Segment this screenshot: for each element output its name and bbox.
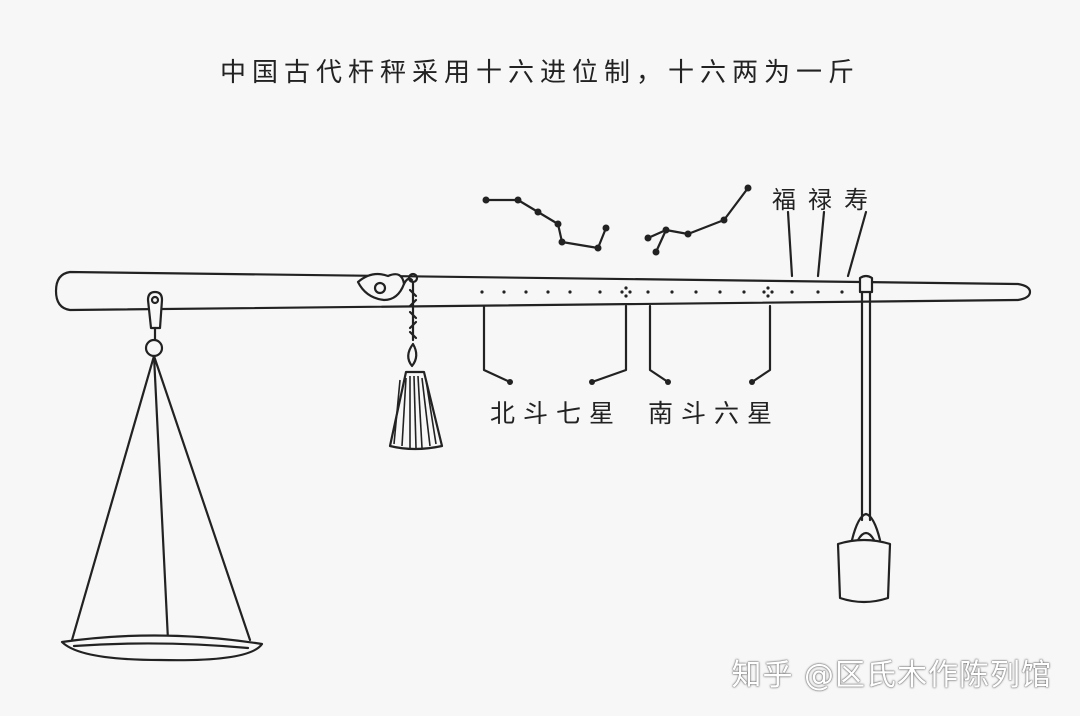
- hook-chain: [408, 280, 418, 342]
- watermark: 知乎 @区氏木作陈列馆: [731, 658, 1052, 693]
- fu-lu-shou-label: 福禄寿: [772, 186, 880, 214]
- fu-lu-shou-pointers: [786, 210, 868, 278]
- beidou-label: 北斗七星: [490, 399, 622, 428]
- counterweight: [836, 512, 892, 604]
- beidou-leaders: [482, 304, 628, 384]
- big-dipper-lines: [484, 198, 608, 250]
- lifting-hook: [356, 272, 419, 302]
- diagram-title: 中国古代杆秤采用十六进位制，十六两为一斤: [219, 58, 860, 88]
- tassel-fringe: [393, 375, 437, 449]
- pan-strings: [70, 354, 252, 642]
- scale-beam: [54, 270, 1032, 312]
- nandou-label: 南斗六星: [648, 399, 780, 428]
- star-dots: [482, 184, 755, 385]
- nandou-leaders: [648, 304, 772, 384]
- weighing-pan: [60, 634, 264, 662]
- scale-marks: [480, 286, 844, 298]
- pan-hook: [144, 290, 164, 358]
